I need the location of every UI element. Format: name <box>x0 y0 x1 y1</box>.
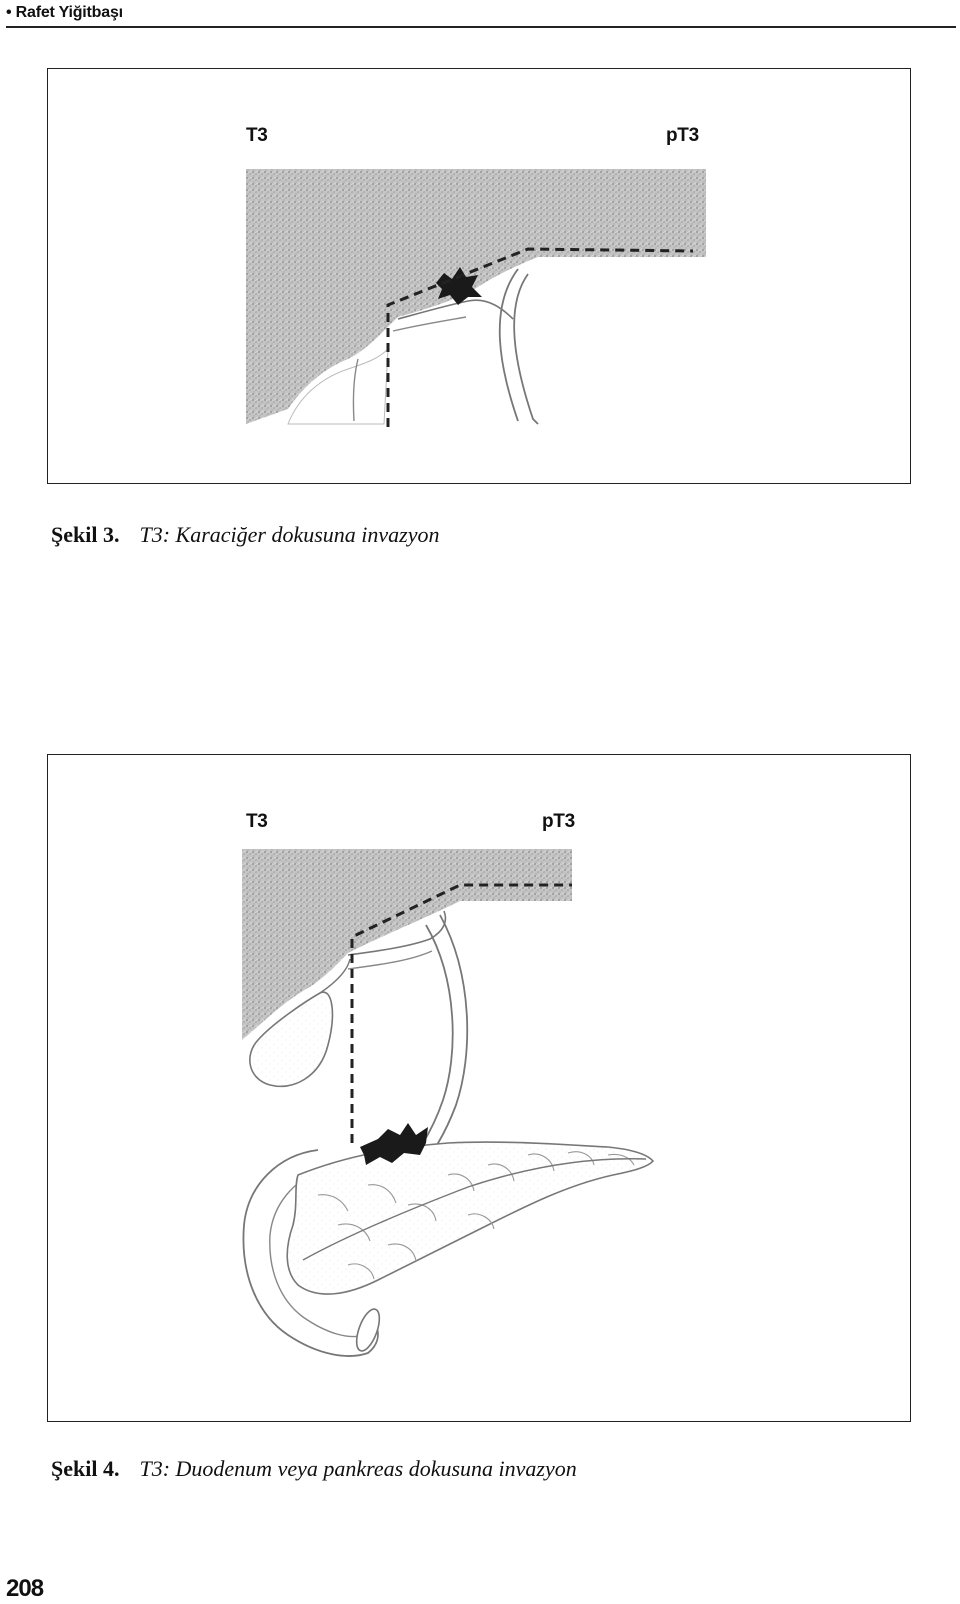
figure-4-caption: Şekil 4. T3: Duodenum veya pankreas dokus… <box>51 1456 577 1482</box>
duodenum <box>242 1149 379 1357</box>
figure-4-label-t3: T3 <box>246 811 268 832</box>
figure-3-label-pt3: pT3 <box>666 125 699 146</box>
header-author: • Rafet Yiğitbaşı <box>6 4 123 21</box>
figure-3-label-t3: T3 <box>246 125 268 146</box>
figure-3-caption: Şekil 3. T3: Karaciğer dokusuna invazyon <box>51 522 440 548</box>
tumor <box>436 267 482 305</box>
liver-tissue <box>242 849 572 1040</box>
figure-3-illustration <box>246 169 706 427</box>
tumor <box>360 1123 428 1165</box>
figure-3-caption-text: T3: Karaciğer dokusuna invazyon <box>139 522 440 547</box>
running-header: • Rafet Yiğitbaşı <box>6 2 956 28</box>
resection-margin <box>386 247 694 427</box>
pancreas <box>286 1141 655 1295</box>
gallbladder <box>249 991 334 1088</box>
pancreas-lobules <box>317 1151 635 1280</box>
figure-4-frame: T3 pT3 <box>47 754 911 1422</box>
figure-4-illustration <box>242 849 655 1357</box>
page-number: 208 <box>6 1575 44 1602</box>
liver-tissue <box>246 169 706 424</box>
duodenum-opening <box>355 1308 381 1352</box>
figure-3-caption-number: Şekil 3. <box>51 522 120 547</box>
gallbladder <box>287 347 389 425</box>
common-bile-duct <box>513 273 539 425</box>
figure-4-caption-number: Şekil 4. <box>51 1456 120 1481</box>
figure-3-frame: T3 pT3 <box>47 68 911 484</box>
figure-4-caption-text: T3: Duodenum veya pankreas dokusuna inva… <box>139 1456 577 1481</box>
resection-margin <box>350 883 572 1143</box>
figure-4-label-pt3: pT3 <box>542 811 575 832</box>
